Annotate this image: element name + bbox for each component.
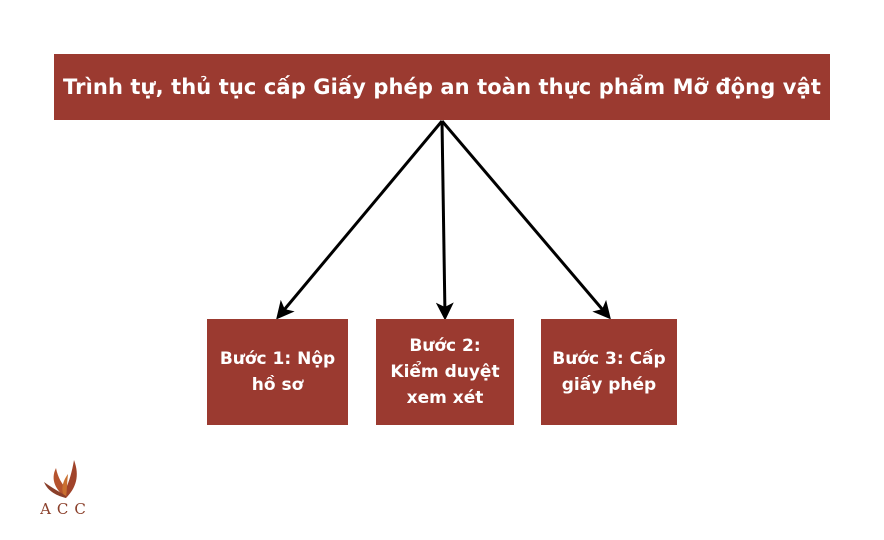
logo-text: ACC — [40, 500, 92, 518]
step-2-label: Bước 2: Kiểm duyệt xem xét — [390, 336, 500, 408]
arrow-to-step-1 — [276, 120, 444, 320]
step-3-label: Bước 3: Cấp giấy phép — [552, 349, 666, 395]
flame-leaf-icon — [44, 460, 77, 498]
arrow-to-step-2 — [435, 120, 454, 321]
diagram-title-text: Trình tự, thủ tục cấp Giấy phép an toàn … — [63, 75, 821, 99]
step-1-label: Bước 1: Nộp hồ sơ — [219, 349, 336, 395]
acc-logo: ACC — [36, 452, 96, 522]
step-box-2: Bước 2: Kiểm duyệt xem xét — [376, 319, 514, 425]
step-box-3: Bước 3: Cấp giấy phép — [541, 319, 677, 425]
step-box-1: Bước 1: Nộp hồ sơ — [207, 319, 348, 425]
arrow-to-step-3 — [440, 120, 611, 320]
diagram-title: Trình tự, thủ tục cấp Giấy phép an toàn … — [54, 54, 830, 120]
